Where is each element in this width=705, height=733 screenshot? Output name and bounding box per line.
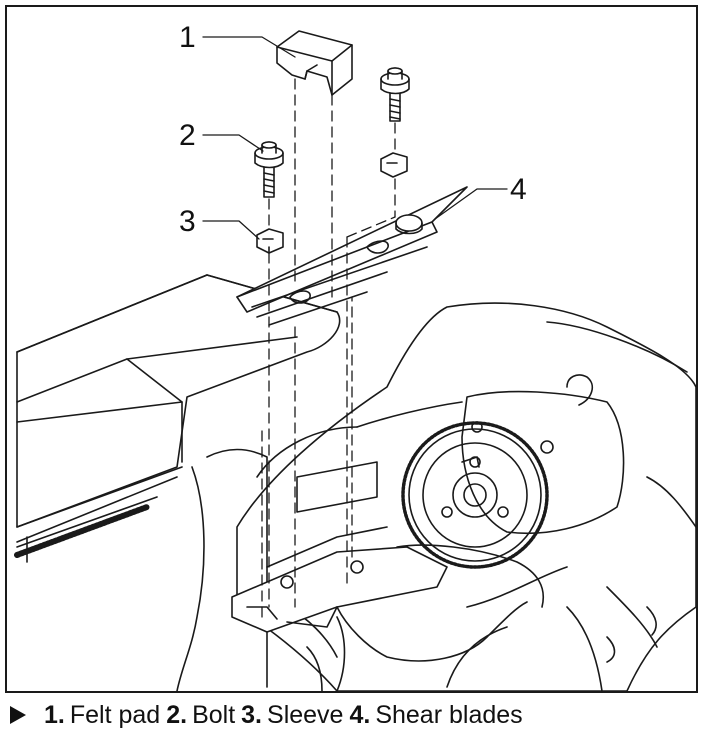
caption-number: 4.	[349, 700, 371, 729]
blade-holder	[231, 461, 544, 662]
callout-numbers: 1 2 3 4	[179, 21, 527, 238]
shear-blade-bar	[14, 274, 341, 563]
caption-label: Sleeve	[267, 700, 344, 729]
caption-label: Bolt	[192, 700, 236, 729]
caption-item-sleeve: 3.Sleeve	[241, 701, 343, 730]
bolt-part-right	[380, 67, 410, 122]
caption-number: 3.	[241, 700, 263, 729]
assembly-guide-lines	[261, 78, 396, 618]
callout-number-3: 3	[179, 205, 196, 238]
felt-pad-part	[276, 30, 353, 96]
callout-number-4: 4	[510, 173, 527, 206]
triangle-right-icon	[10, 706, 26, 724]
bolt-part-left	[254, 141, 284, 198]
sleeve-part-right	[380, 152, 408, 178]
figure-caption: 1.Felt pad 2.Bolt 3.Sleeve 4.Shear blade…	[8, 700, 698, 730]
callout-leaders	[202, 36, 508, 240]
caption-item-shear-blades: 4.Shear blades	[349, 701, 522, 730]
caption-item-felt-pad: 1.Felt pad	[44, 701, 160, 730]
caption-item-bolt: 2.Bolt	[166, 701, 235, 730]
callout-number-1: 1	[179, 21, 196, 54]
exploded-view-figure: 1 2 3 4	[5, 5, 698, 693]
sleeve-part-left	[256, 228, 284, 254]
exploded-view-drawing: 1 2 3 4	[14, 21, 696, 691]
callout-number-2: 2	[179, 119, 196, 152]
drive-gear	[401, 421, 549, 569]
caption-label: Felt pad	[69, 700, 161, 729]
caption-number: 1.	[44, 700, 65, 729]
caption-label: Shear blades	[375, 700, 523, 729]
caption-number: 2.	[166, 700, 188, 729]
